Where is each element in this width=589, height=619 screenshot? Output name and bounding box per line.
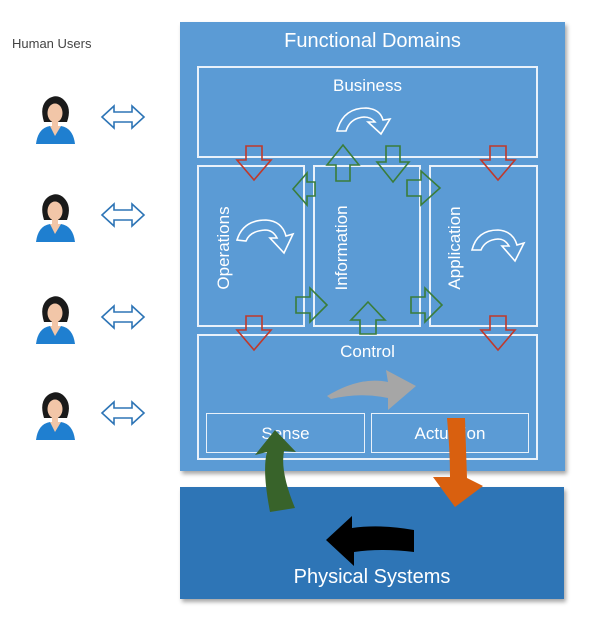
actuation-label: Actuation [414,424,486,443]
control-domain-label: Control [340,342,395,361]
application-domain-box: Application [429,165,538,327]
functional-domains-title: Functional Domains [284,30,461,52]
functional-domains-panel: Functional Domains Business Operations I… [180,22,565,471]
sense-label: Sense [261,424,310,443]
double-arrow-icon [100,400,146,426]
person-icon [36,392,75,440]
physical-systems-label: Physical Systems [293,566,451,588]
operations-domain-box: Operations [197,165,305,327]
business-domain-label: Business [333,76,402,95]
person-icon [36,296,75,344]
sense-box: Sense [206,413,365,453]
person-icon [36,96,75,144]
application-domain-label: Application [445,206,464,290]
human-user-row [30,190,160,242]
double-arrow-icon [100,304,146,330]
human-user-row [30,92,160,144]
business-domain-box: Business [197,66,538,158]
double-arrow-icon [100,202,146,228]
operations-domain-label: Operations [214,206,233,290]
control-domain-box: Control Sense Actuation [197,334,538,460]
human-users-label: Human Users [12,36,92,51]
person-icon [36,194,75,242]
information-domain-label: Information [332,205,351,291]
human-user-row [30,388,160,440]
physical-systems-panel: Physical Systems [180,487,564,599]
human-user-row [30,292,160,344]
information-domain-box: Information [313,165,421,327]
double-arrow-icon [100,104,146,130]
actuation-box: Actuation [371,413,529,453]
